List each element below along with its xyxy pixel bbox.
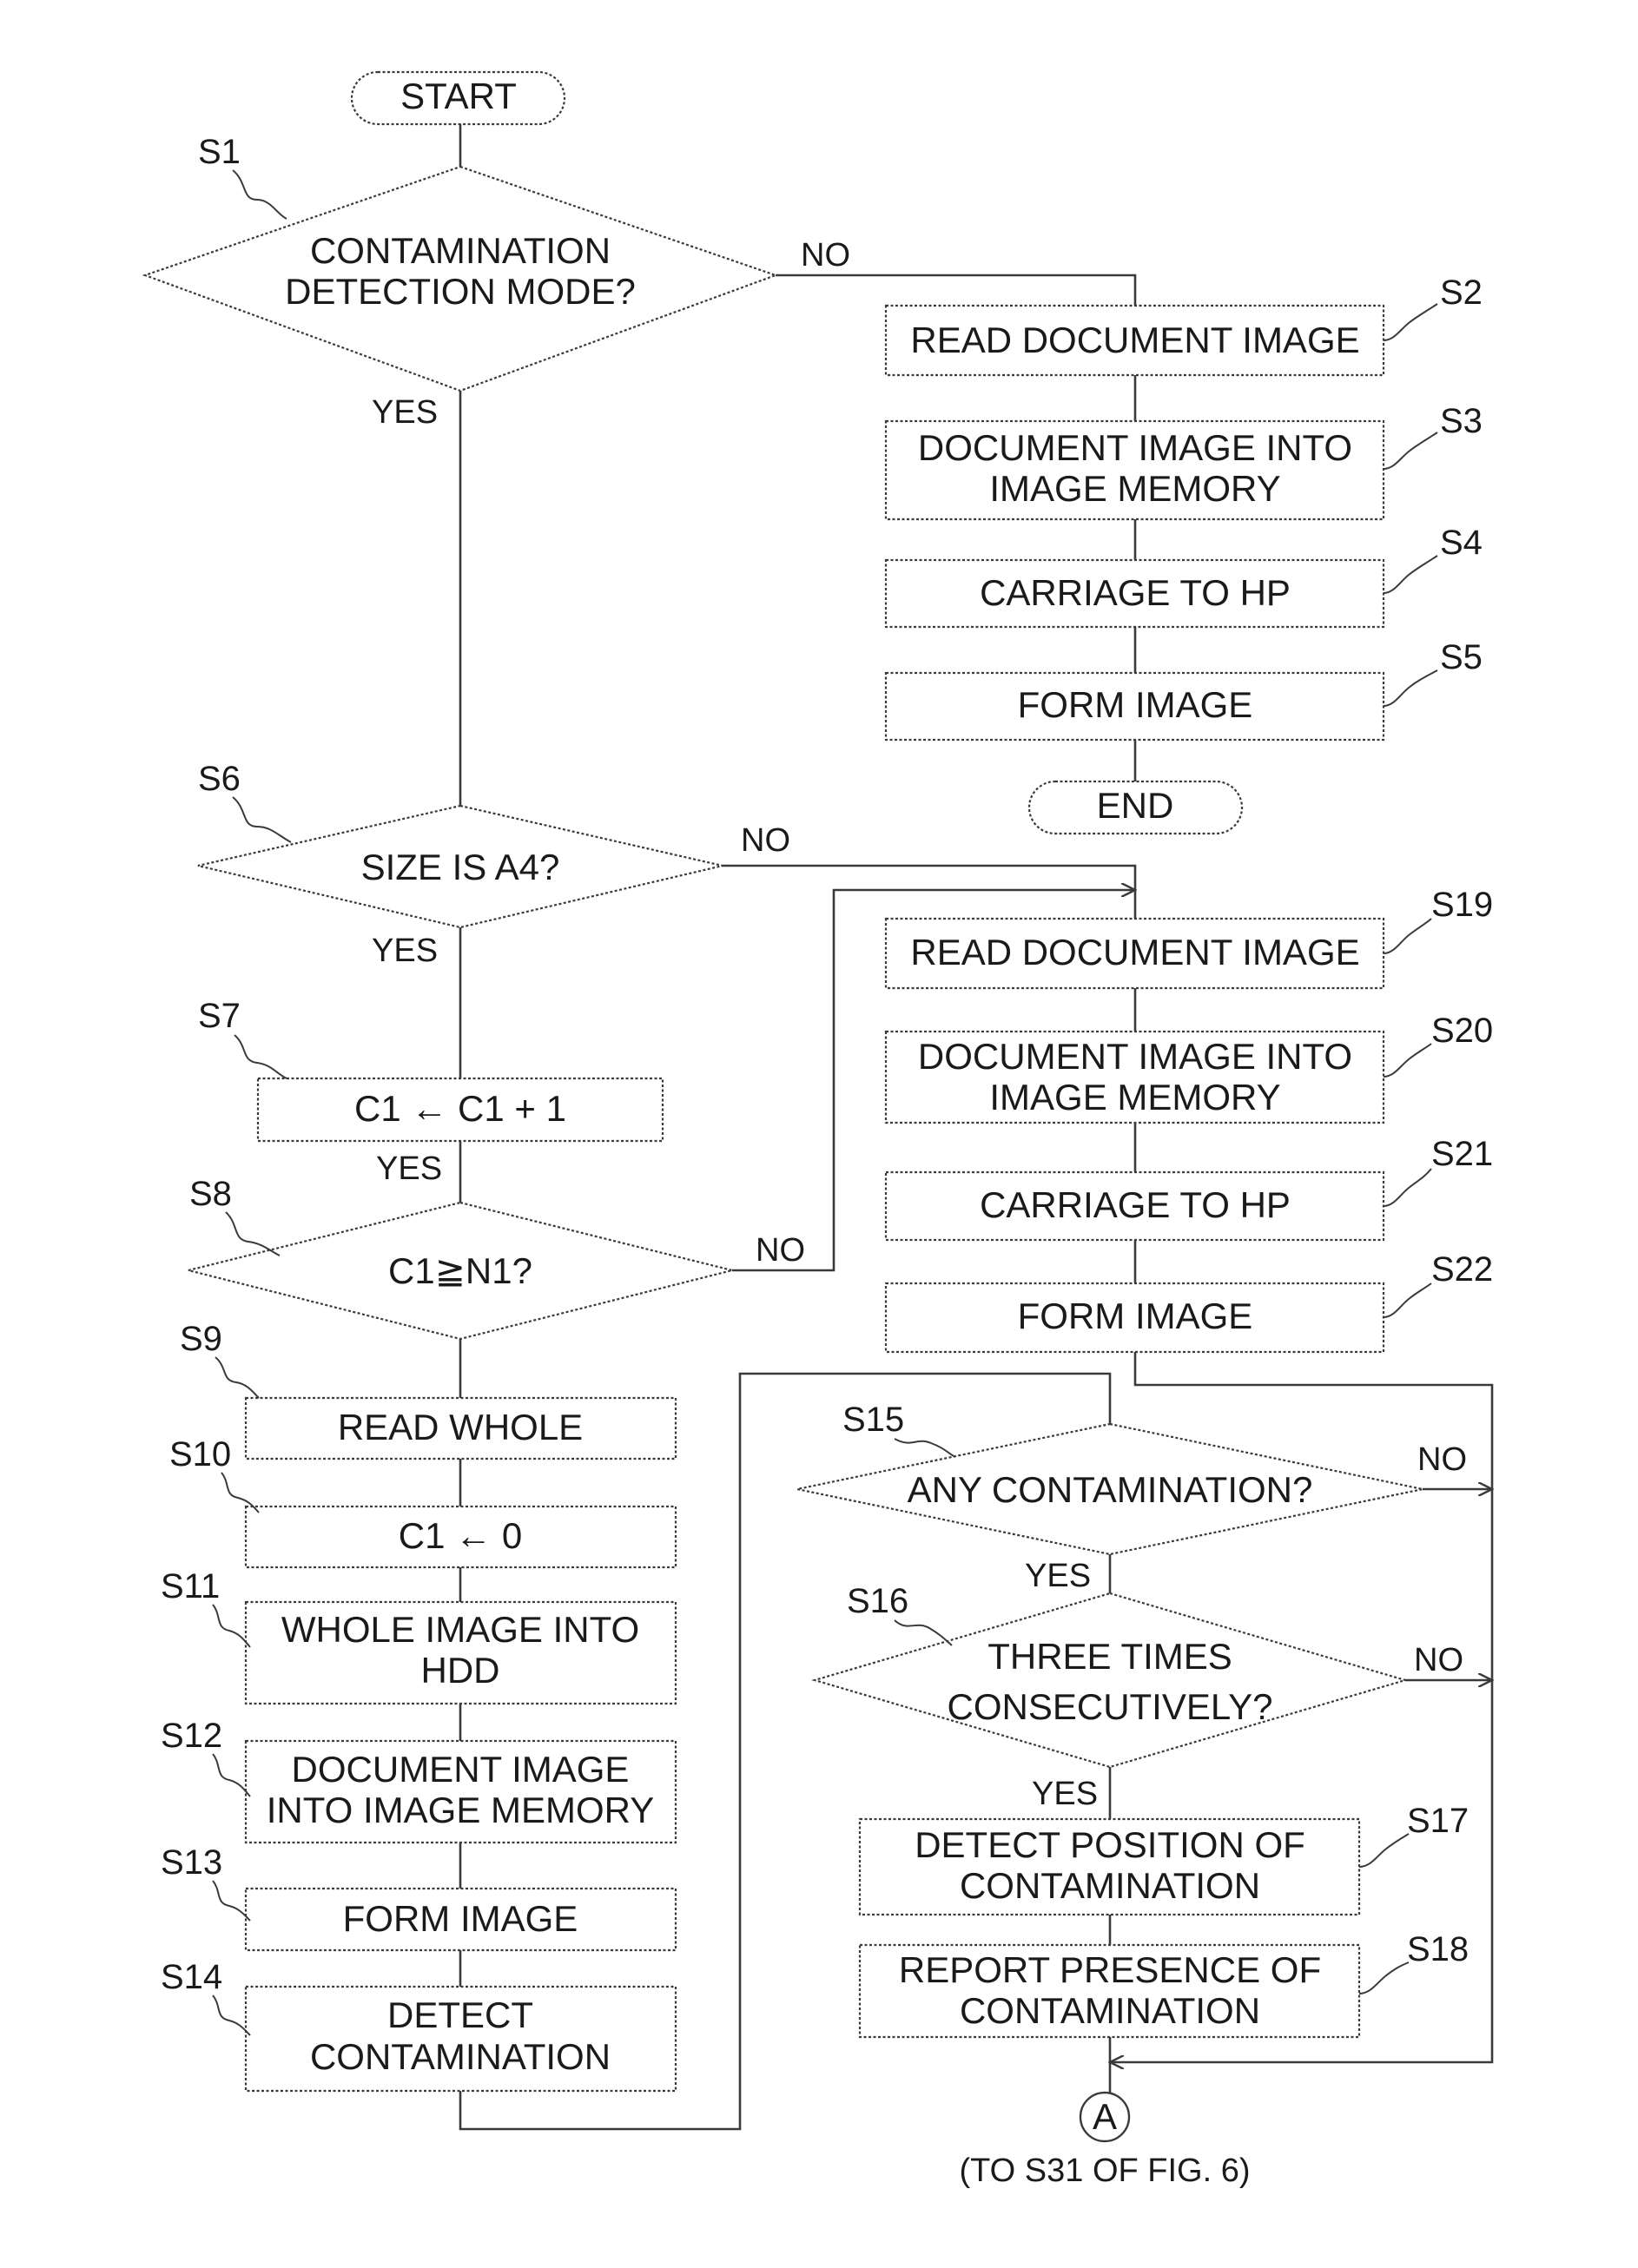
s21-line-1: CARRIAGE TO HP [980,1184,1291,1225]
s7-number: S7 [198,997,241,1035]
step-s11-process: WHOLE IMAGE INTO HDD [246,1602,676,1704]
s15-line-1: ANY CONTAMINATION? [908,1469,1313,1510]
s20-line-2: IMAGE MEMORY [989,1077,1280,1118]
s10-line-1: C1 ← 0 [399,1515,522,1556]
step-s9-process: READ WHOLE [246,1398,676,1459]
s16-no-label: NO [1414,1642,1463,1678]
s5-number: S5 [1440,638,1483,676]
s3-line-1: DOCUMENT IMAGE INTO [918,427,1352,468]
step-s20-process: DOCUMENT IMAGE INTO IMAGE MEMORY [886,1032,1384,1123]
s14-line-2: CONTAMINATION [310,2036,611,2077]
s1-no-label: NO [801,237,850,274]
s12-number: S12 [161,1717,222,1755]
connector-note: (TO S31 OF FIG. 6) [959,2153,1250,2189]
s17-line-2: CONTAMINATION [960,1865,1260,1906]
step-s19-process: READ DOCUMENT IMAGE [886,919,1384,988]
s9-line-1: READ WHOLE [338,1407,583,1447]
step-s21-process: CARRIAGE TO HP [886,1172,1384,1240]
s22-number: S22 [1431,1250,1493,1289]
s19-line-1: READ DOCUMENT IMAGE [910,932,1359,972]
s6-yes-label: YES [372,933,438,969]
end-terminal: END [1029,781,1242,834]
step-s4-process: CARRIAGE TO HP [886,560,1384,627]
s7-line-1: C1 ← C1 + 1 [354,1088,566,1129]
s17-line-1: DETECT POSITION OF [915,1824,1305,1865]
s1-number: S1 [198,133,241,171]
end-label: END [1097,785,1174,826]
s12-line-2: INTO IMAGE MEMORY [267,1790,655,1830]
step-s13-process: FORM IMAGE [246,1889,676,1950]
s4-number: S4 [1440,524,1483,562]
s18-line-1: REPORT PRESENCE OF [899,1949,1321,1990]
s13-line-1: FORM IMAGE [343,1898,578,1939]
step-s14-process: DETECT CONTAMINATION [246,1987,676,2091]
s22-line-1: FORM IMAGE [1018,1296,1253,1336]
s14-number: S14 [161,1958,222,1996]
s18-number: S18 [1407,1930,1469,1968]
step-s18-process: REPORT PRESENCE OF CONTAMINATION [860,1945,1359,2037]
step-s22-process: FORM IMAGE [886,1283,1384,1352]
s11-line-2: HDD [421,1650,500,1691]
step-s12-process: DOCUMENT IMAGE INTO IMAGE MEMORY [246,1741,676,1843]
s11-number: S11 [161,1567,220,1605]
s11-line-1: WHOLE IMAGE INTO [281,1609,639,1650]
s6-line-1: SIZE IS A4? [361,847,560,887]
s16-line-1: THREE TIMES [987,1636,1232,1677]
step-s17-process: DETECT POSITION OF CONTAMINATION [860,1819,1359,1915]
step-s1-decision: CONTAMINATION DETECTION MODE? [145,167,776,391]
step-s8-decision: C1≧N1? [188,1203,732,1339]
s16-number: S16 [847,1582,908,1620]
s8-line-1: C1≧N1? [388,1250,532,1291]
start-label: START [400,76,517,116]
s2-line-1: READ DOCUMENT IMAGE [910,320,1359,360]
s18-line-2: CONTAMINATION [960,1990,1260,2031]
s21-number: S21 [1431,1135,1493,1173]
s15-yes-label: YES [1025,1558,1091,1594]
step-s15-decision: ANY CONTAMINATION? [797,1424,1423,1554]
s8-no-label: NO [756,1232,805,1269]
s3-number: S3 [1440,402,1483,440]
s6-number: S6 [198,760,241,798]
connector-a: A (TO S31 OF FIG. 6) [959,2093,1250,2189]
s1-line-1: CONTAMINATION [310,230,611,271]
start-terminal: START [352,72,565,124]
step-s7-process: C1 ← C1 + 1 [258,1078,663,1141]
s3-line-2: IMAGE MEMORY [989,468,1280,509]
step-s10-process: C1 ← 0 [246,1507,676,1567]
s15-number: S15 [842,1401,904,1439]
s16-line-2: CONSECUTIVELY? [948,1686,1273,1727]
s12-line-1: DOCUMENT IMAGE [292,1749,630,1790]
connector-a-label: A [1093,2096,1117,2137]
s9-number: S9 [180,1320,222,1358]
s7-yes-label: YES [376,1150,442,1187]
s16-yes-label: YES [1032,1776,1098,1812]
s15-no-label: NO [1417,1441,1467,1478]
step-s2-process: READ DOCUMENT IMAGE [886,306,1384,375]
s1-yes-label: YES [372,394,438,431]
s2-number: S2 [1440,274,1483,312]
s5-line-1: FORM IMAGE [1018,684,1253,725]
s13-number: S13 [161,1843,222,1882]
s6-no-label: NO [741,822,790,859]
s4-line-1: CARRIAGE TO HP [980,572,1291,613]
s19-number: S19 [1431,886,1493,924]
step-s5-process: FORM IMAGE [886,673,1384,740]
s1-line-2: DETECTION MODE? [285,271,636,312]
s8-number: S8 [189,1175,232,1213]
step-s3-process: DOCUMENT IMAGE INTO IMAGE MEMORY [886,421,1384,519]
s17-number: S17 [1407,1802,1469,1840]
s20-line-1: DOCUMENT IMAGE INTO [918,1036,1352,1077]
s10-number: S10 [169,1435,231,1474]
s20-number: S20 [1431,1012,1493,1050]
s14-line-1: DETECT [387,1994,533,2035]
step-s6-decision: SIZE IS A4? [198,806,723,927]
